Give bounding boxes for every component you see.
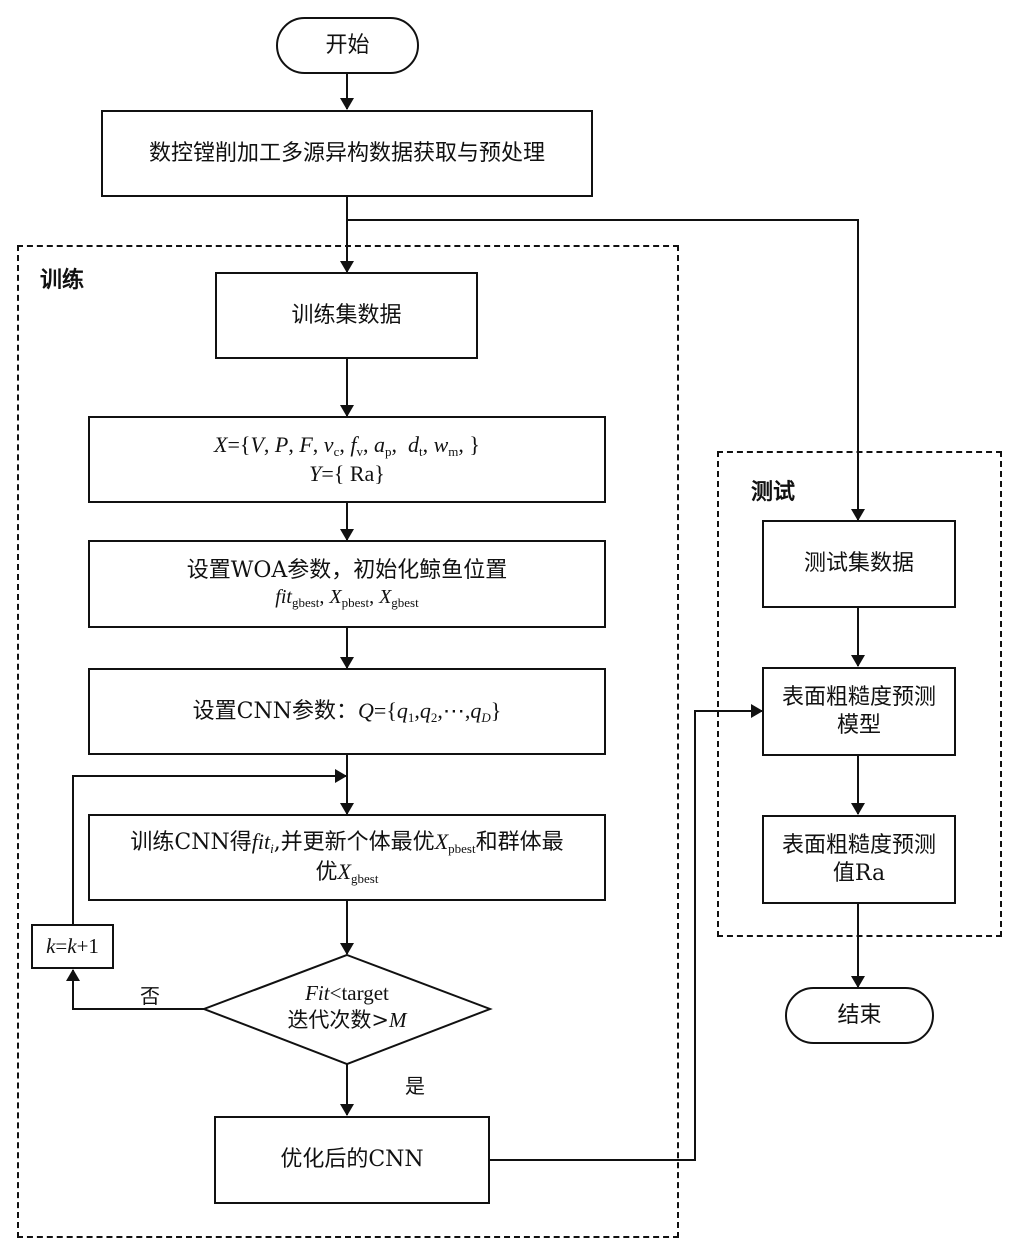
decision-line1: Fit<target	[305, 981, 389, 1005]
predicted-value-line2: 值Ra	[832, 860, 886, 886]
prediction-model-line1: 表面粗糙度预测	[781, 685, 936, 710]
preprocess-box: 数控镗削加工多源异构数据获取与预处理	[101, 110, 593, 197]
edge-optimized-to-model	[489, 704, 763, 1161]
edge-preprocess-to-testset	[347, 219, 865, 521]
end-terminal: 结束	[785, 987, 934, 1044]
decision-diamond	[201, 953, 493, 1066]
woa-setup-line1: 设置WOA参数，初始化鲸鱼位置	[186, 558, 508, 584]
preprocess-label: 数控镗削加工多源异构数据获取与预处理	[148, 140, 545, 166]
cnn-params-text: 设置CNN参数：Q={q1,q2,⋯,qD}	[192, 697, 502, 725]
testing-region	[717, 451, 1002, 937]
optimized-cnn-box: 优化后的CNN	[214, 1116, 490, 1204]
training-set-box: 训练集数据	[215, 272, 478, 359]
test-set-box: 测试集数据	[762, 520, 956, 608]
increment-text: k=k+1	[46, 934, 99, 959]
decision-text: Fit<target 迭代次数>M	[230, 980, 464, 1035]
predicted-value-line1: 表面粗糙度预测	[781, 833, 936, 858]
no-branch-label: 否	[140, 984, 160, 1008]
train-cnn-box: 训练CNN得fiti,并更新个体最优Xpbest和群体最 优Xgbest	[88, 814, 606, 901]
prediction-model-box: 表面粗糙度预测 模型	[762, 667, 956, 756]
woa-setup-box: 设置WOA参数，初始化鲸鱼位置 fitgbest, Xpbest, Xgbest	[88, 540, 606, 628]
predicted-value-box: 表面粗糙度预测 值Ra	[762, 815, 956, 904]
training-set-label: 训练集数据	[291, 302, 402, 328]
train-cnn-line2: 优Xgbest	[315, 858, 379, 886]
prediction-model-line2: 模型	[836, 712, 881, 738]
train-cnn-line1: 训练CNN得fiti,并更新个体最优Xpbest和群体最	[130, 829, 564, 857]
y-definition: Y={ Ra}	[309, 461, 385, 487]
cnn-params-box: 设置CNN参数：Q={q1,q2,⋯,qD}	[88, 668, 606, 755]
training-region-label: 训练	[40, 268, 85, 293]
start-label: 开始	[325, 32, 370, 58]
woa-setup-line2: fitgbest, Xpbest, Xgbest	[275, 585, 419, 610]
optimized-cnn-label: 优化后的CNN	[280, 1147, 424, 1173]
testing-region-label: 测试	[751, 480, 796, 505]
increment-box: k=k+1	[31, 924, 114, 969]
edge-increment-loop-back	[72, 769, 347, 925]
feature-definition-box: X={V, P, F, vc, fv, ap, dt, wm, } Y={ Ra…	[88, 416, 606, 503]
test-set-label: 测试集数据	[803, 551, 914, 577]
decision-line2: 迭代次数>M	[287, 1008, 407, 1033]
start-terminal: 开始	[276, 17, 419, 74]
end-label: 结束	[837, 1002, 882, 1028]
yes-branch-label: 是	[405, 1074, 425, 1098]
x-definition: X={V, P, F, vc, fv, ap, dt, wm, }	[214, 432, 480, 460]
training-region	[17, 245, 679, 1238]
edge-decision-no-to-increment	[66, 969, 204, 1010]
